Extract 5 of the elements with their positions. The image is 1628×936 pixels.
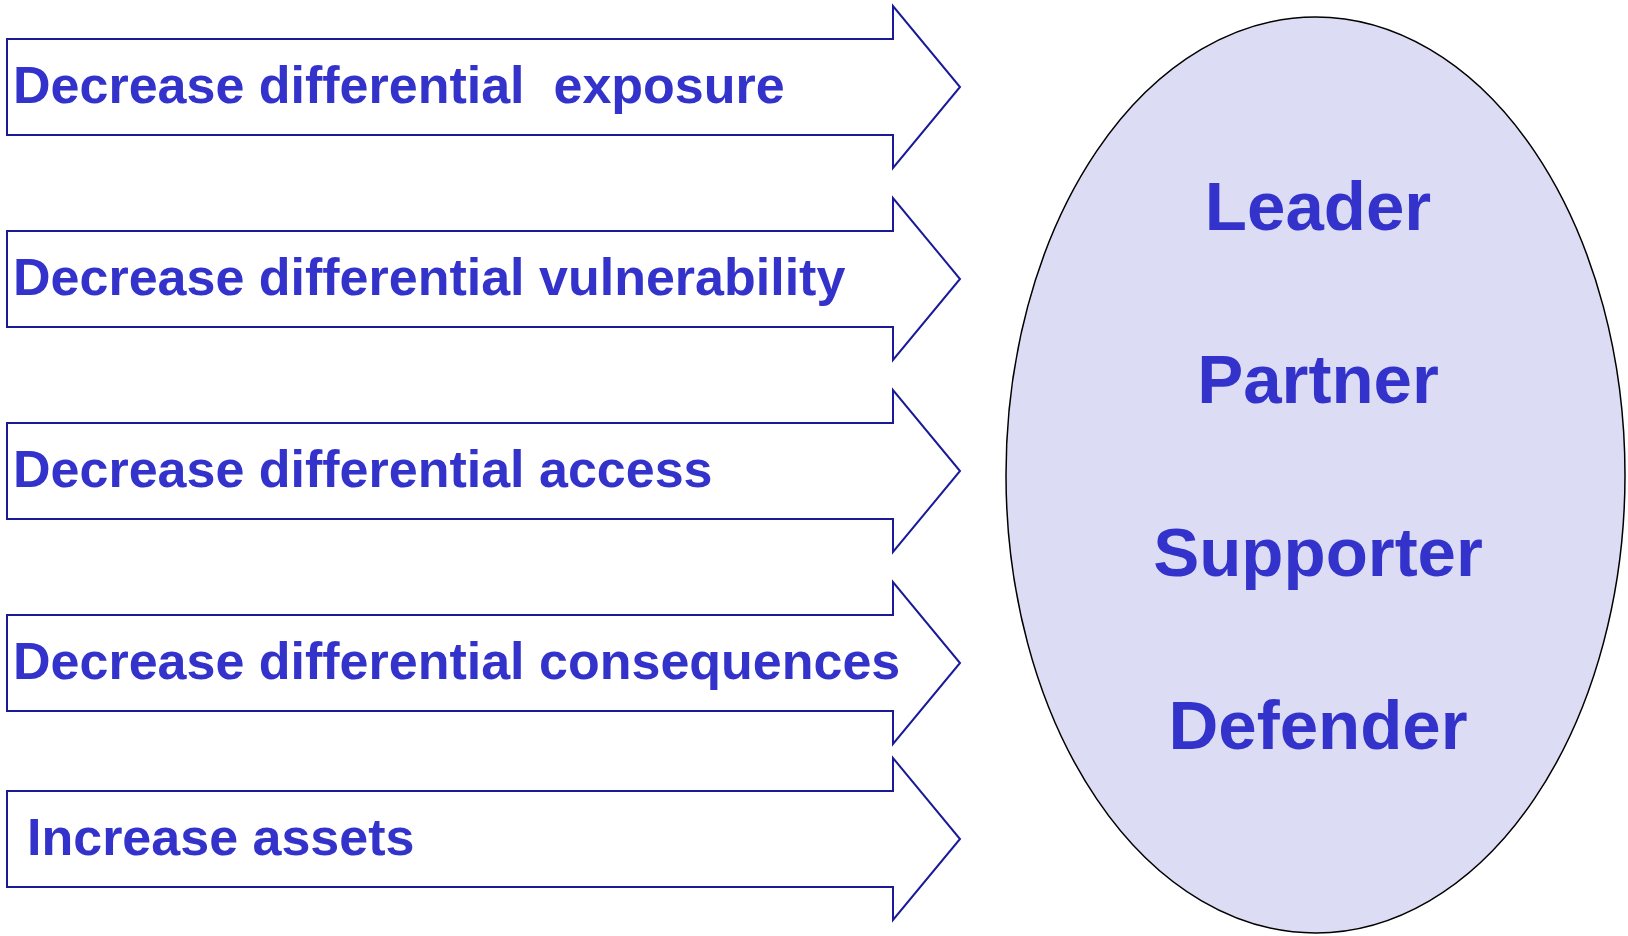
arrow-label: Increase assets	[27, 811, 415, 863]
arrow-label: Decrease differential access	[13, 443, 713, 495]
role-label: Leader	[1204, 171, 1432, 241]
role-label: Defender	[1168, 690, 1468, 760]
role-label: Partner	[1197, 344, 1439, 414]
